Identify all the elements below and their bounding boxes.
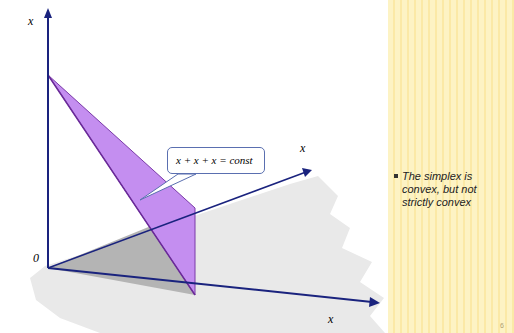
origin-label: 0: [33, 251, 39, 266]
axis-arrowhead: [44, 8, 52, 18]
slide-background: [388, 0, 514, 333]
callout-text: x + x + x = const: [176, 154, 256, 166]
bullet-note: The simplex is convex, but not strictly …: [402, 170, 490, 209]
axis-arrowhead: [302, 168, 312, 177]
callout-tail: [140, 174, 196, 200]
page-number: 6: [500, 322, 504, 329]
depth-axis: [48, 172, 306, 268]
axis-arrowhead: [369, 297, 380, 307]
triangle-edge: [48, 75, 195, 295]
axis-label: x: [28, 14, 33, 29]
vertical-axis: [47, 14, 49, 268]
axis-label: x: [300, 141, 305, 156]
bullet-symbol: [394, 174, 398, 178]
axis-label: x: [328, 312, 333, 327]
simplex-plane: [48, 75, 195, 295]
callout-box: x + x + x = const: [167, 147, 265, 174]
horizontal-axis: [48, 268, 372, 302]
